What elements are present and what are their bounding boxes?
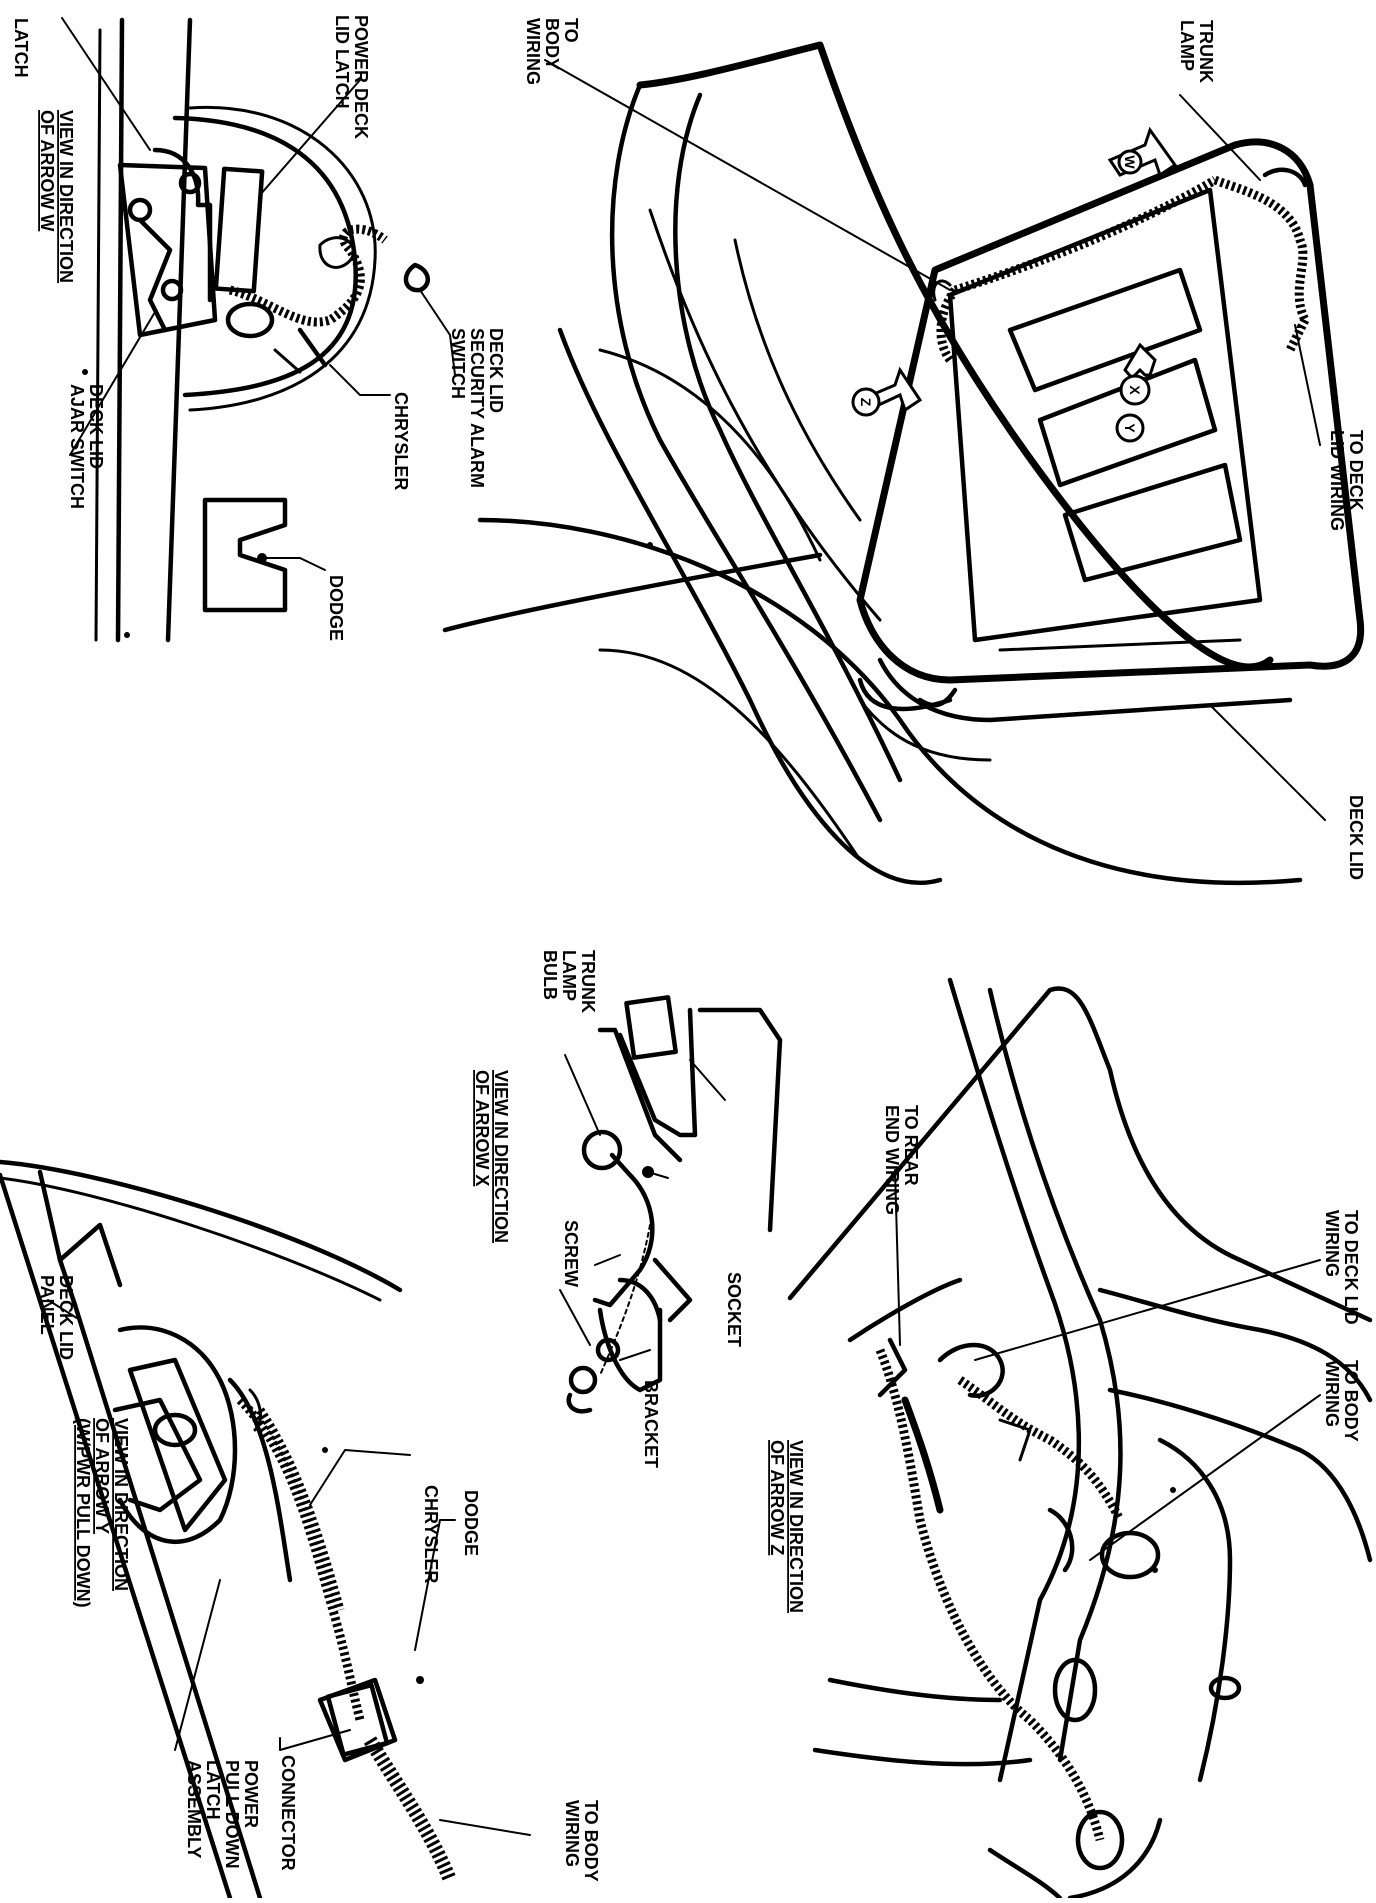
label-dodge-top: DODGE <box>326 575 346 641</box>
label-to-rear-end-wiring: TO REAREND WIRING <box>882 1105 921 1215</box>
arrow-letter-x: X <box>1127 385 1143 395</box>
label-screw: SCREW <box>561 1220 581 1287</box>
arrow-w <box>1107 126 1178 178</box>
label-to-deck-lid-wiring-z: TO DECK LIDWIRING <box>1322 1210 1361 1325</box>
view-z-detail <box>787 977 1373 1901</box>
view-w-latch-detail <box>61 17 456 643</box>
label-deck-lid-panel: DECK LIDPANEL <box>37 1275 76 1360</box>
label-to-deck-lid-wiring: TO DECKLID WIRING <box>1327 430 1366 531</box>
label-to-body-wiring-z: TO BODYWIRING <box>1322 1360 1361 1442</box>
label-security-switch: DECK LIDSECURITY ALARMSWITCH <box>448 328 506 488</box>
label-view-x: VIEW IN DIRECTIONOF ARROW X <box>472 1070 511 1243</box>
arrow-z <box>851 366 923 417</box>
label-socket: SOCKET <box>724 1272 744 1347</box>
view-y-pulldown-detail <box>0 1159 531 1901</box>
label-latch: LATCH <box>11 18 31 78</box>
arrow-letter-y: Y <box>1122 423 1138 433</box>
label-to-body-wiring-bottom: TO BODYWIRING <box>562 1800 601 1882</box>
label-pulldown: POWERPULL DOWNLATCHASSEMBLY <box>184 1760 261 1869</box>
arrow-letter-z: Z <box>858 398 874 407</box>
label-chrysler-bottom: CHRYSLER <box>421 1485 441 1583</box>
label-trunk-lamp: TRUNKLAMP <box>1177 20 1216 83</box>
label-deck-lid: DECK LID <box>1346 795 1366 880</box>
label-bracket: BRACKET <box>641 1380 661 1468</box>
arrow-x-y <box>1115 342 1157 443</box>
trunk-main-view <box>442 41 1365 886</box>
label-view-y: VIEW IN DIRECTIONOF ARROW Y(W/PWR PULL D… <box>73 1418 131 1608</box>
label-chrysler-top: CHRYSLER <box>391 392 411 490</box>
label-connector: CONNECTOR <box>278 1755 298 1871</box>
arrow-letter-w: W <box>1122 155 1138 169</box>
label-trunk-lamp-bulb: TRUNKLAMPBULB <box>540 950 598 1013</box>
label-dodge-bottom: DODGE <box>461 1490 481 1556</box>
label-view-w: VIEW IN DIRECTIONOF ARROW W <box>37 110 76 283</box>
labels: POWER DECKLID LATCH LATCH VIEW IN DIRECTIO… <box>11 15 1366 1882</box>
view-x-bulb-detail <box>559 995 783 1414</box>
label-power-deck-lid-latch: POWER DECKLID LATCH <box>332 15 371 139</box>
label-ajar-switch: DECK LIDAJAR SWITCH <box>67 384 106 509</box>
label-view-z: VIEW IN DIRECTIONOF ARROW Z <box>767 1440 806 1613</box>
label-to-body-wiring-top: TOBODYWIRING <box>523 18 581 85</box>
